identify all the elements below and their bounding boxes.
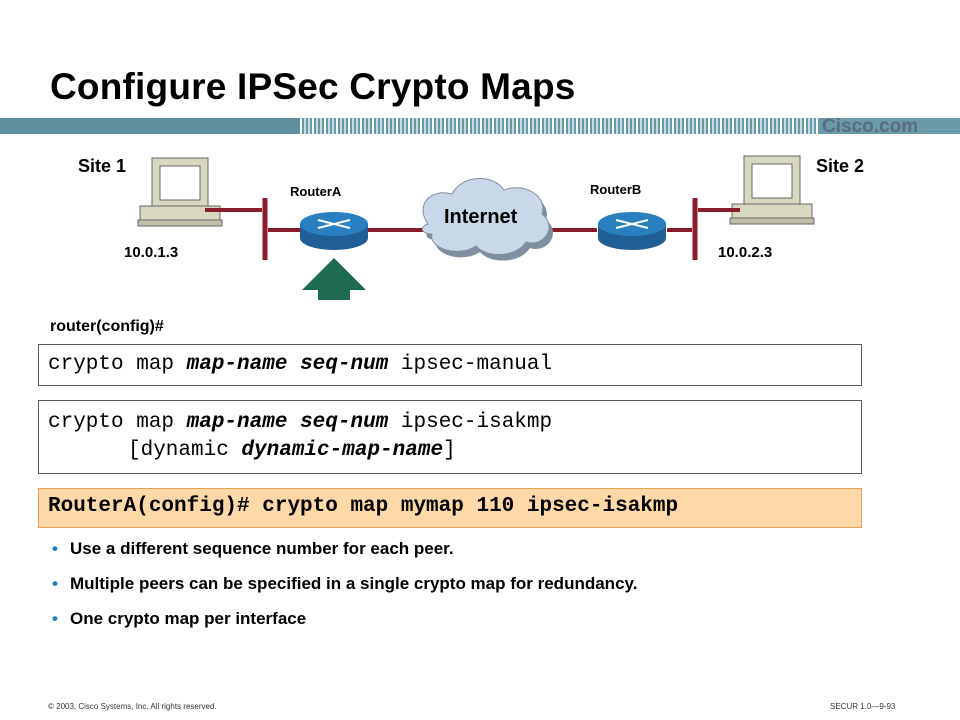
- site1-label: Site 1: [78, 156, 127, 176]
- ip-site2: 10.0.2.3: [718, 244, 773, 261]
- syntax-arg-seq-num: seq-num: [300, 411, 389, 434]
- syntax-manual: crypto map map-name seq-num ipsec-manual: [38, 344, 862, 386]
- syntax-arg-map-name: map-name: [186, 353, 288, 376]
- title-bar: [0, 118, 960, 134]
- bullet-item: •One crypto map per interface: [52, 609, 307, 628]
- bullet-item: •Multiple peers can be specified in a si…: [52, 574, 638, 593]
- router-b-icon: [598, 212, 666, 250]
- slide-title: Configure IPSec Crypto Maps: [50, 66, 576, 107]
- pc-site1-icon: [137, 157, 223, 227]
- bullet-dot-icon: •: [52, 609, 58, 628]
- network-diagram: [137, 155, 815, 300]
- pc-site2-icon: [729, 155, 815, 225]
- interface-bars: [262, 198, 698, 260]
- bullet-dot-icon: •: [52, 539, 58, 558]
- syntax-arg-dynamic-map-name: dynamic-map-name: [241, 439, 444, 462]
- footer-course: SECUR 1.0—9-93: [830, 702, 896, 711]
- syntax-arg-seq-num: seq-num: [300, 353, 389, 376]
- site2-label: Site 2: [816, 156, 865, 176]
- up-arrow-icon: [302, 258, 366, 300]
- syntax-dynamic-open: [dynamic: [128, 439, 242, 462]
- ip-site1: 10.0.1.3: [124, 244, 179, 261]
- internet-cloud-icon: [422, 177, 554, 261]
- bullet-dot-icon: •: [52, 574, 58, 593]
- cisco-brand: Cisco.com: [822, 116, 919, 137]
- syntax-cmd: crypto map: [48, 411, 187, 434]
- syntax-isakmp: crypto map map-name seq-num ipsec-isakmp…: [38, 400, 862, 474]
- router-a-icon: [300, 212, 368, 250]
- bullet-item: •Use a different sequence number for eac…: [52, 539, 454, 558]
- router-b-label: RouterB: [590, 182, 642, 197]
- syntax-arg-map-name: map-name: [186, 411, 288, 434]
- syntax-cmd: crypto map: [48, 353, 187, 376]
- example-command: RouterA(config)# crypto map mymap 110 ip…: [38, 488, 862, 528]
- internet-label: Internet: [444, 206, 518, 228]
- syntax-tail: ipsec-isakmp: [388, 411, 553, 434]
- syntax-tail: ipsec-manual: [388, 353, 553, 376]
- bullet-list: •Use a different sequence number for eac…: [50, 538, 810, 643]
- footer-copyright: © 2003, Cisco Systems, Inc. All rights r…: [48, 702, 217, 711]
- config-prompt: router(config)#: [50, 318, 164, 335]
- network-links: [205, 208, 740, 232]
- router-a-label: RouterA: [290, 184, 342, 199]
- syntax-dynamic-close: ]: [443, 439, 456, 462]
